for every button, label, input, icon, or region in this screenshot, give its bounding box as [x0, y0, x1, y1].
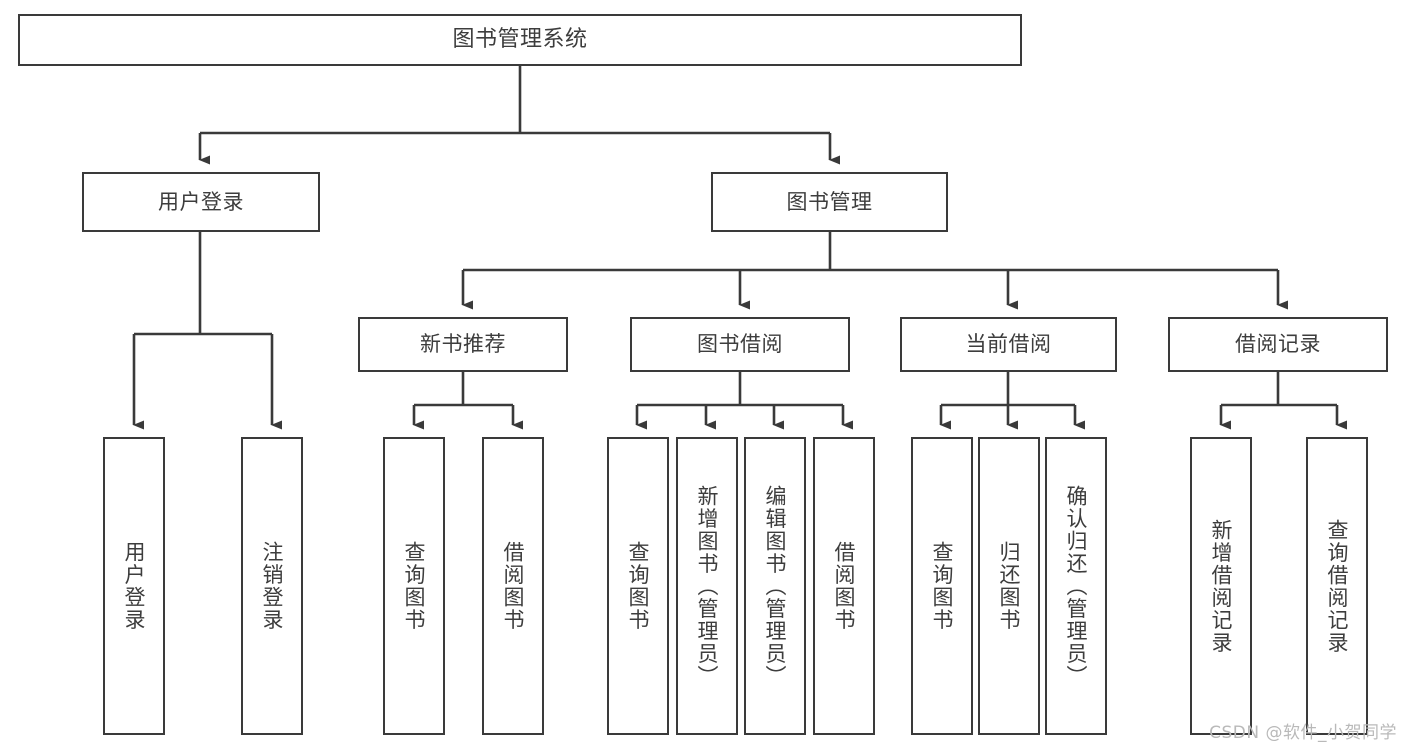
- node-book-borrow[interactable]: 图书借阅: [630, 317, 850, 372]
- node-leaf-borrow-book-1-label: 借阅图书: [501, 541, 526, 631]
- node-new-book-recommend[interactable]: 新书推荐: [358, 317, 568, 372]
- node-new-book-recommend-label: 新书推荐: [420, 332, 506, 357]
- node-leaf-query-book-2-label: 查询图书: [626, 541, 651, 631]
- node-leaf-user-login[interactable]: 用户登录: [103, 437, 165, 735]
- node-book-management-label: 图书管理: [786, 189, 873, 214]
- node-leaf-query-record-label: 查询借阅记录: [1325, 518, 1350, 654]
- node-leaf-add-record-label: 新增借阅记录: [1209, 518, 1234, 654]
- node-leaf-borrow-book-2[interactable]: 借阅图书: [813, 437, 875, 735]
- node-user-login-label: 用户登录: [158, 189, 244, 214]
- node-leaf-borrow-book-2-label: 借阅图书: [832, 541, 857, 631]
- node-leaf-confirm-return[interactable]: 确认归还（管理员）: [1045, 437, 1107, 735]
- node-user-login[interactable]: 用户登录: [82, 172, 320, 232]
- node-leaf-query-book-1[interactable]: 查询图书: [383, 437, 445, 735]
- node-book-borrow-label: 图书借阅: [697, 332, 783, 357]
- node-root-system[interactable]: 图书管理系统: [18, 14, 1022, 66]
- node-leaf-borrow-book-1[interactable]: 借阅图书: [482, 437, 544, 735]
- node-leaf-edit-book-label: 编辑图书（管理员）: [763, 484, 788, 688]
- node-leaf-logout-login[interactable]: 注销登录: [241, 437, 303, 735]
- node-leaf-query-book-1-label: 查询图书: [402, 541, 427, 631]
- node-current-borrow[interactable]: 当前借阅: [900, 317, 1117, 372]
- node-leaf-return-book[interactable]: 归还图书: [978, 437, 1040, 735]
- node-leaf-add-book-label: 新增图书（管理员）: [695, 484, 720, 688]
- node-leaf-query-book-2[interactable]: 查询图书: [607, 437, 669, 735]
- node-leaf-add-book[interactable]: 新增图书（管理员）: [676, 437, 738, 735]
- csdn-watermark: CSDN @软件_小贺同学: [1209, 723, 1397, 743]
- node-leaf-query-book-3[interactable]: 查询图书: [911, 437, 973, 735]
- node-leaf-confirm-return-label: 确认归还（管理员）: [1064, 484, 1089, 688]
- node-leaf-logout-login-label: 注销登录: [260, 541, 285, 631]
- node-leaf-return-book-label: 归还图书: [997, 541, 1022, 631]
- node-root-system-label: 图书管理系统: [452, 27, 588, 53]
- node-leaf-user-login-label: 用户登录: [122, 541, 147, 631]
- node-leaf-edit-book[interactable]: 编辑图书（管理员）: [744, 437, 806, 735]
- node-leaf-query-book-3-label: 查询图书: [930, 541, 955, 631]
- node-leaf-add-record[interactable]: 新增借阅记录: [1190, 437, 1252, 735]
- node-current-borrow-label: 当前借阅: [965, 332, 1052, 357]
- node-book-management[interactable]: 图书管理: [711, 172, 948, 232]
- node-borrow-record-label: 借阅记录: [1235, 332, 1321, 357]
- node-leaf-query-record[interactable]: 查询借阅记录: [1306, 437, 1368, 735]
- node-borrow-record[interactable]: 借阅记录: [1168, 317, 1388, 372]
